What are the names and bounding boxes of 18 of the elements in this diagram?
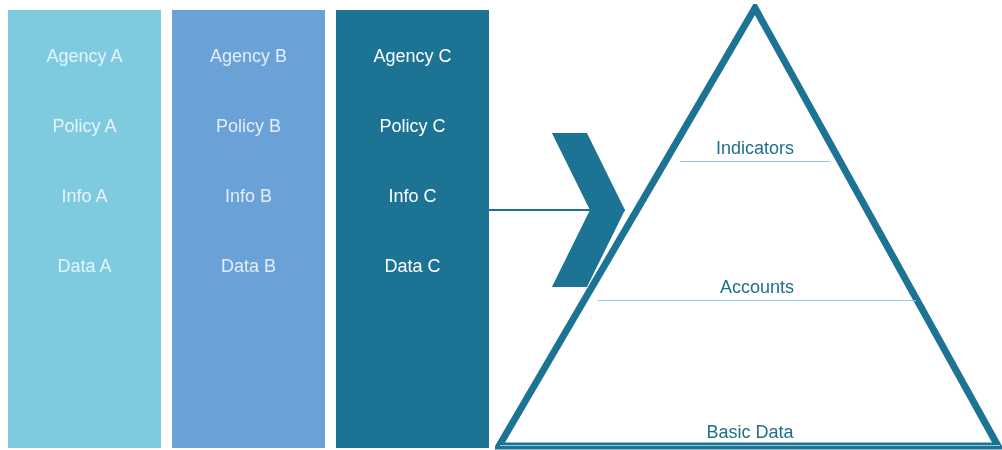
column-label: Policy B bbox=[215, 115, 282, 137]
column-panel bbox=[172, 10, 325, 448]
pyramid-level: Accounts bbox=[598, 277, 916, 301]
column-label: Policy A bbox=[51, 115, 118, 137]
column-label: Info C bbox=[387, 185, 438, 207]
column-label: Policy C bbox=[378, 115, 447, 137]
column-label: Agency C bbox=[372, 45, 453, 67]
column-label: Agency B bbox=[208, 45, 288, 67]
column-label: Info A bbox=[60, 185, 109, 207]
column-label: Data A bbox=[56, 255, 113, 277]
pyramid-level: Indicators bbox=[680, 138, 830, 162]
pyramid-level: Basic Data bbox=[500, 422, 1000, 446]
column-panel bbox=[336, 10, 489, 448]
column-label: Info B bbox=[224, 185, 273, 207]
column-label: Data B bbox=[220, 255, 277, 277]
column-label: Data C bbox=[383, 255, 442, 277]
column-panel bbox=[8, 10, 161, 448]
column-label: Agency A bbox=[45, 45, 124, 67]
